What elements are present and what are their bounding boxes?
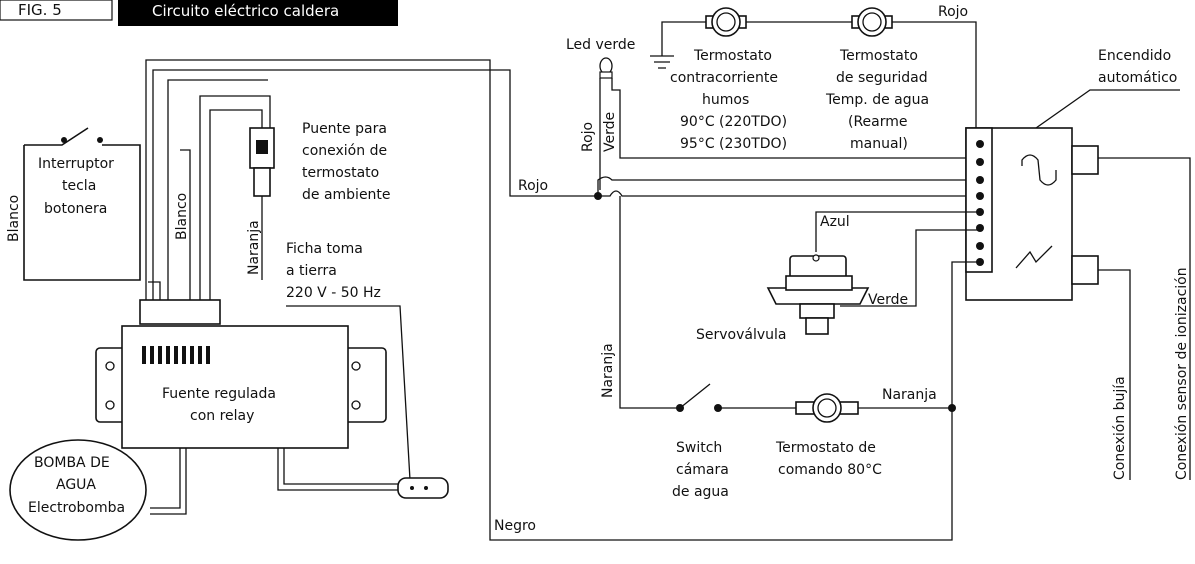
bomba-label-3: Electrobomba [28,500,125,516]
ficha-label-1: Ficha toma [286,241,363,257]
interruptor-label-2: tecla [62,178,96,194]
blanco-mid-label: Blanco [174,193,190,240]
puente-label-2: conexión de [302,143,387,159]
switch-y-termostato-comando: Naranja Switch cámara de agua Termostato… [672,261,980,500]
termostato-seguridad-icon [851,7,893,37]
conexion-bujia-label: Conexión bujía [1112,376,1128,480]
switch-label-1: Switch [676,440,722,456]
seguridad-label-4: (Rearme [848,114,908,130]
rojo-top-label: Rojo [938,4,968,20]
servovalvula-label: Servoválvula [696,327,787,343]
puente-connector: Naranja Puente para conexión de termosta… [246,121,391,280]
bomba-de-agua: BOMBA DE AGUA Electrobomba [9,439,147,541]
termostato-comando-icon [795,393,859,423]
rojo-vertical-label: Rojo [580,122,596,152]
switch-label-2: cámara [676,462,729,478]
interruptor-label-3: botonera [44,201,107,217]
fuente-label-2: con relay [190,408,254,424]
humos-label-1: Termostato [693,48,772,64]
wire-bundle: Blanco [145,59,953,541]
humos-label-3: humos [702,92,749,108]
termostato-humos-icon [705,7,747,37]
puente-label-3: termostato [302,165,379,181]
seguridad-label-5: manual) [850,136,908,152]
negro-label: Negro [494,518,536,534]
humos-label-2: contracorriente [670,70,778,86]
led-verde: Led verde Rojo Verde [566,37,980,190]
fuente-connector-pins [142,346,210,364]
middle-wiring: Rojo Naranja [518,176,980,409]
seguridad-label-2: de seguridad [836,70,928,86]
encendido-label-2: automático [1098,70,1177,86]
puente-label-1: Puente para [302,121,387,137]
verde-valve-label: Verde [868,292,908,308]
puente-label-4: de ambiente [302,187,391,203]
humos-label-4: 90°C (220TDO) [680,114,787,130]
bomba-label-1: BOMBA DE [34,455,110,471]
naranja-left-label: Naranja [600,343,616,398]
rojo-mid-label: Rojo [518,178,548,194]
fuente-label-1: Fuente regulada [162,386,276,402]
conexion-sensor-label: Conexión sensor de ionización [1174,267,1190,480]
interruptor-tecla-botonera: Interruptor tecla botonera Blanco [6,127,141,281]
ficha-toma-tierra: Ficha toma a tierra 220 V - 50 Hz [286,241,449,499]
blanco-left-label: Blanco [6,195,22,242]
switch-label-3: de agua [672,484,729,500]
verde-vertical-label: Verde [602,112,618,152]
fig-label: FIG. 5 [18,1,62,19]
figure-header: FIG. 5 Circuito eléctrico caldera [0,0,398,26]
title-banner [118,0,398,26]
seguridad-label-1: Termostato [839,48,918,64]
servovalvula: Azul Verde Servoválvula [696,211,980,343]
seguridad-label-3: Temp. de agua [825,92,929,108]
naranja-puente-label: Naranja [246,220,262,275]
fuente-regulada: Fuente regulada con relay [95,299,398,515]
humos-label-5: 95°C (230TDO) [680,136,787,152]
encendido-label-1: Encendido [1098,48,1171,64]
termostatos-superiores: Rojo Termostato contracorriente humos 90… [650,4,977,152]
bomba-label-2: AGUA [56,477,96,493]
naranja-right-label: Naranja [882,387,937,403]
encendido-automatico: Encendido automático Conexión bujía Cone… [965,48,1191,480]
comando-label-2: comando 80°C [778,462,882,478]
ground-icon [650,38,674,69]
led-verde-label: Led verde [566,37,635,53]
interruptor-label-1: Interruptor [38,156,114,172]
title: Circuito eléctrico caldera [152,2,339,20]
azul-label: Azul [820,214,850,230]
comando-label-1: Termostato de [775,440,876,456]
ficha-label-3: 220 V - 50 Hz [286,285,381,301]
ficha-label-2: a tierra [286,263,337,279]
